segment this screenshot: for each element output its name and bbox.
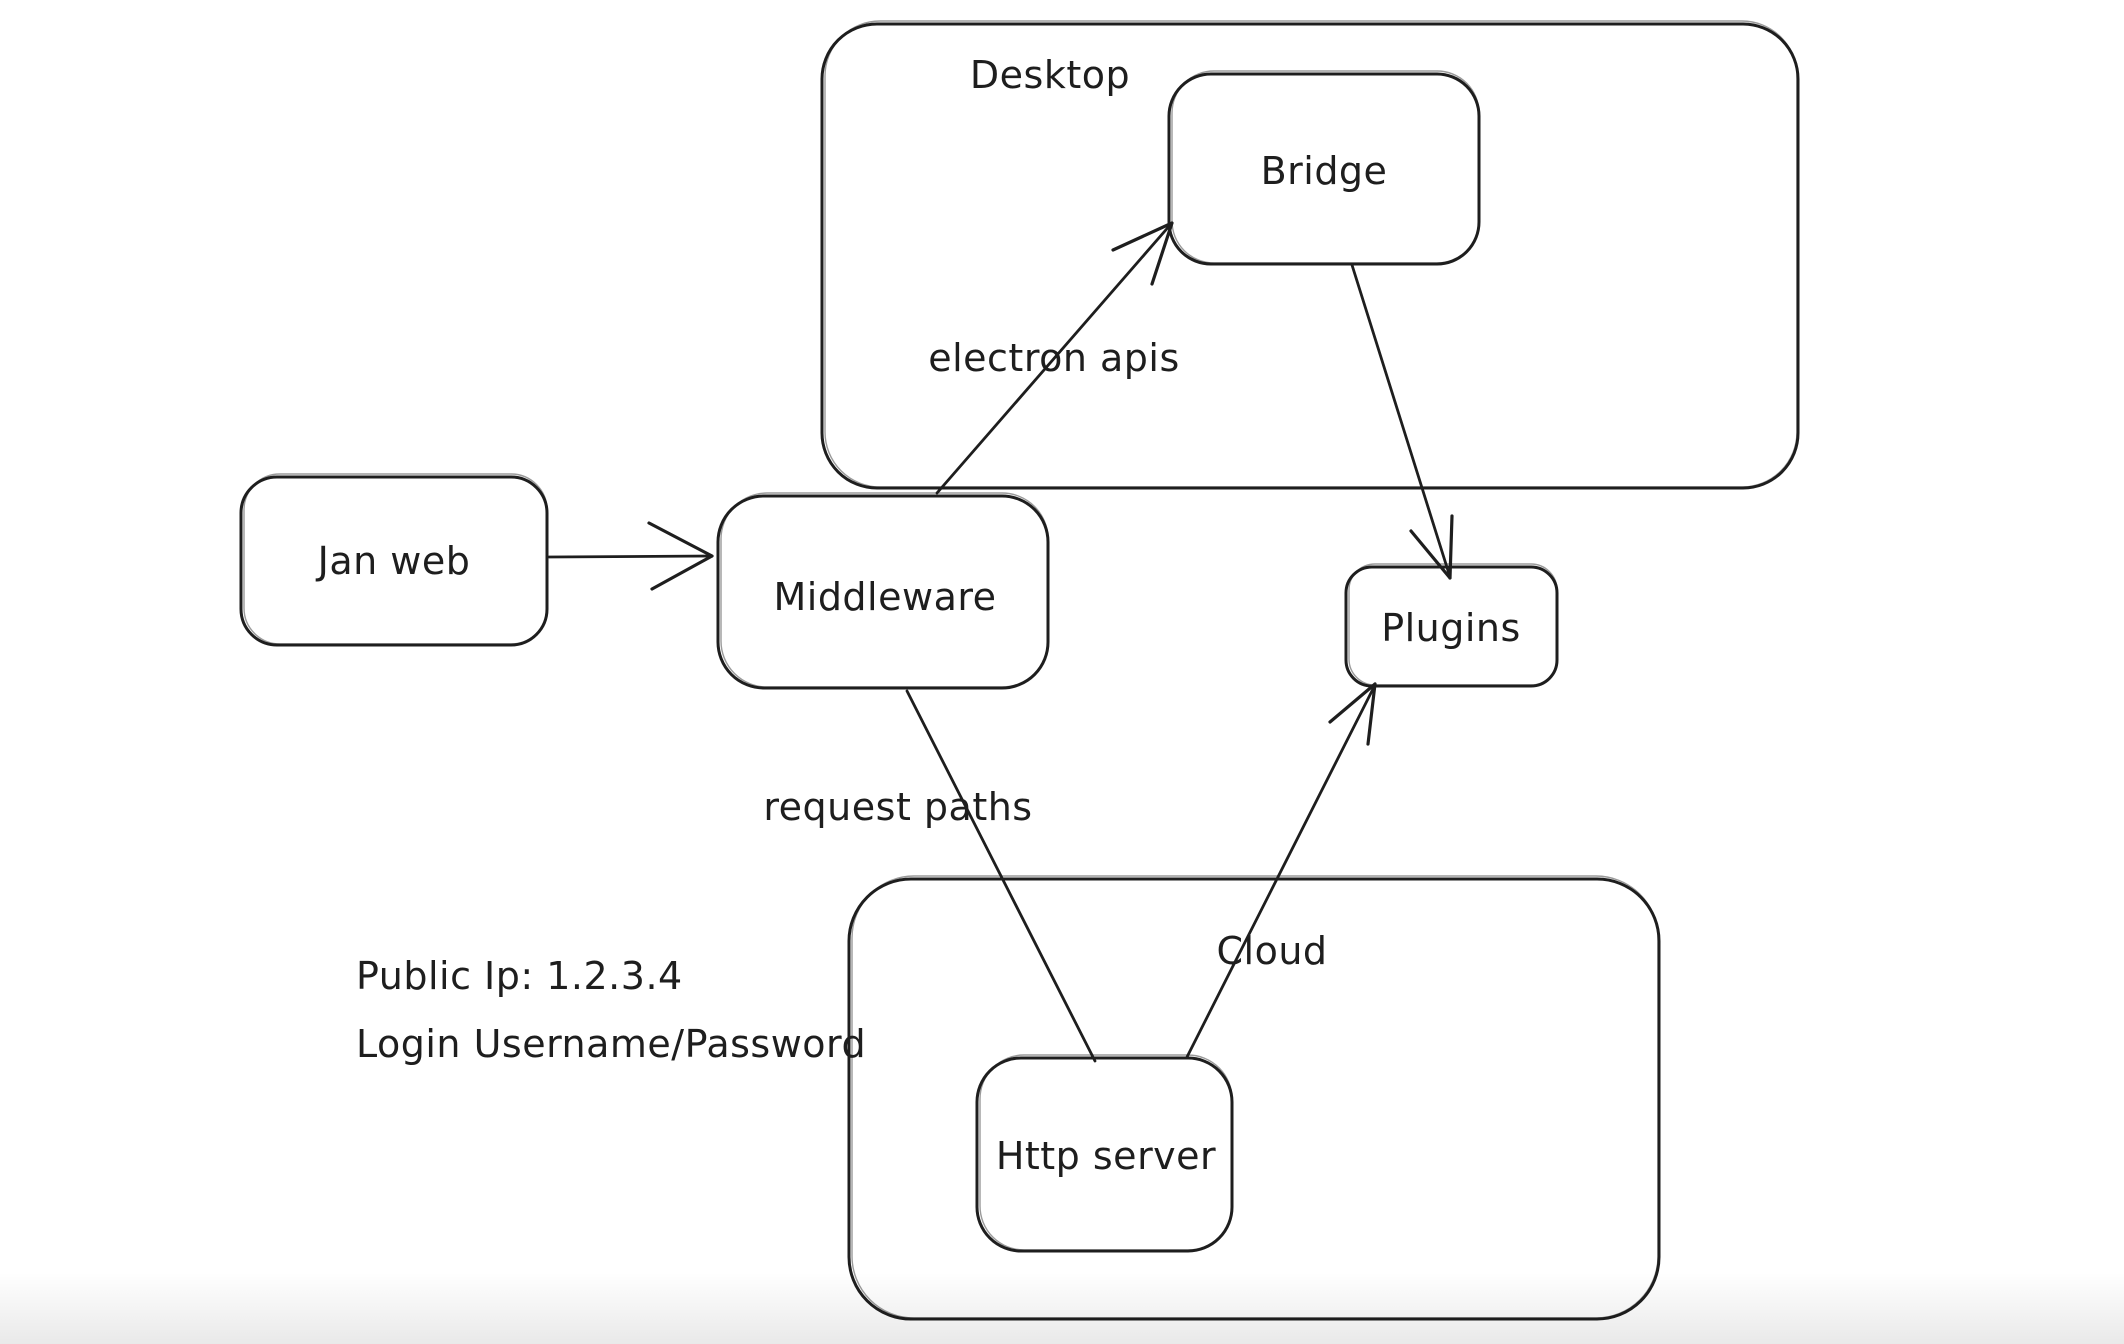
line-middleware-to-httpserver (905, 689, 1097, 1063)
arrow-httpserver-to-plugins (1185, 682, 1377, 1059)
node-http-server-box[interactable] (975, 1054, 1234, 1253)
node-plugins-label: Plugins (1381, 606, 1521, 650)
note-login-credentials: Login Username/Password (356, 1022, 867, 1066)
node-middleware-label: Middleware (773, 575, 997, 619)
edge-label-request-paths: request paths (763, 785, 1033, 829)
node-jan-web-label: Jan web (317, 539, 471, 583)
node-bridge-label: Bridge (1260, 149, 1388, 193)
node-plugins-box[interactable] (1344, 563, 1559, 688)
arrow-middleware-to-bridge (935, 221, 1174, 495)
arrow-bridge-to-plugins (1350, 263, 1454, 580)
node-jan-web-box[interactable] (239, 473, 549, 647)
cloud-container-label: Cloud (1216, 929, 1328, 973)
desktop-container-label: Desktop (969, 53, 1131, 97)
note-public-ip: Public Ip: 1.2.3.4 (356, 954, 683, 998)
node-bridge-box[interactable] (1167, 70, 1481, 266)
arrow-janweb-to-middleware (547, 521, 714, 591)
cloud-container-box[interactable] (847, 875, 1661, 1321)
node-middleware-box[interactable] (716, 492, 1050, 690)
node-http-server-label: Http server (995, 1134, 1217, 1178)
edge-label-electron-apis: electron apis (928, 336, 1180, 380)
desktop-container-box[interactable] (820, 20, 1800, 490)
